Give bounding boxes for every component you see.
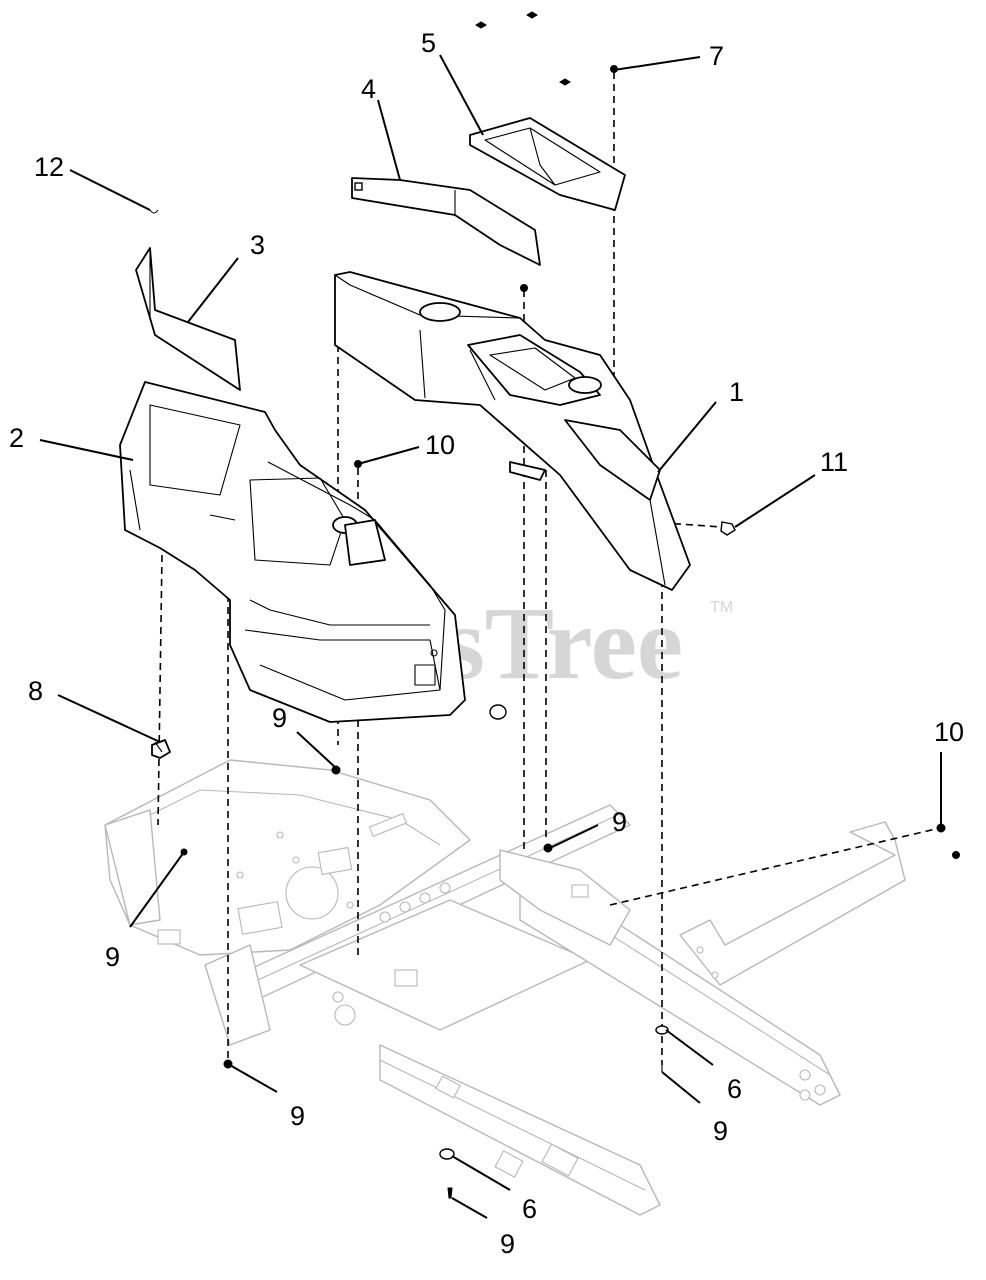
callout-9-mid-right: 9	[612, 807, 627, 837]
chassis-frame	[104, 759, 906, 1216]
part-2-console	[119, 381, 466, 723]
callout-10-top: 10	[425, 430, 455, 460]
bushing	[489, 704, 507, 720]
callout-5: 5	[421, 28, 436, 58]
callout-9-left: 9	[105, 942, 120, 972]
callout-10-right: 10	[934, 717, 964, 747]
part-5-cup-tray	[469, 117, 626, 211]
callout-1: 1	[729, 377, 744, 407]
callout-6-bottom: 6	[522, 1194, 537, 1224]
part-4-panel	[351, 177, 541, 266]
callout-9-bottom: 9	[500, 1229, 515, 1259]
part-12-pin	[149, 209, 159, 214]
leader-lines	[39, 54, 942, 1219]
part-1-console	[334, 271, 691, 591]
callout-9-bottom-left: 9	[290, 1101, 305, 1131]
hardware	[180, 11, 960, 1199]
part-8-clip	[151, 739, 171, 759]
callout-9-mid-left: 9	[272, 703, 287, 733]
part-3-shield	[135, 247, 241, 391]
callout-labels: 12 3 4 5 7 2 1 10 11 8 9 9 9 10 9 6 9 6 …	[9, 28, 964, 1259]
callout-11: 11	[820, 447, 848, 477]
callout-2: 2	[9, 423, 24, 453]
callout-7: 7	[709, 41, 724, 71]
callout-4: 4	[361, 74, 376, 104]
watermark-tm: TM	[710, 599, 733, 616]
callout-8: 8	[28, 676, 43, 706]
callout-9-right: 9	[713, 1116, 728, 1146]
callout-3: 3	[250, 230, 265, 260]
callout-12: 12	[34, 152, 64, 182]
callout-6-right: 6	[727, 1074, 742, 1104]
